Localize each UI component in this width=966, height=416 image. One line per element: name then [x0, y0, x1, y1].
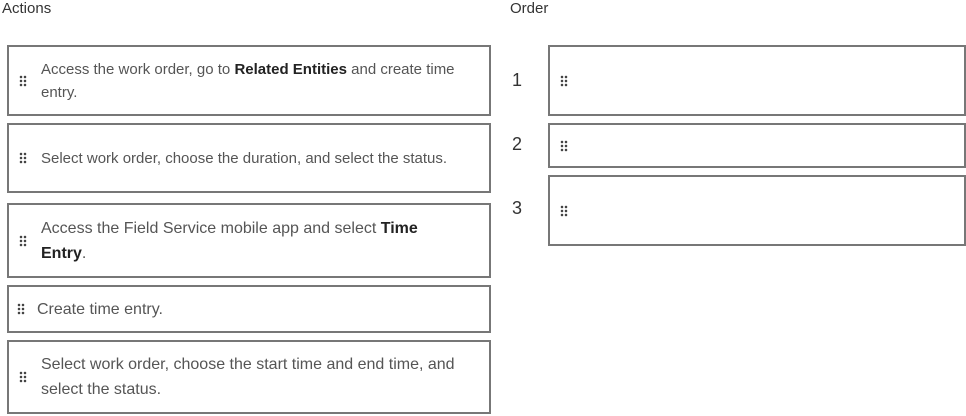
drag-handle-icon[interactable] — [19, 152, 27, 164]
drag-handle-icon[interactable] — [19, 234, 27, 247]
action-item[interactable]: Access the work order, go to Related Ent… — [7, 45, 491, 116]
order-header: Order — [510, 0, 549, 17]
drag-handle-icon[interactable] — [19, 371, 27, 383]
drag-handle-icon[interactable] — [560, 204, 568, 217]
drag-handle-icon[interactable] — [560, 139, 568, 152]
drag-handle-icon[interactable] — [17, 303, 25, 315]
action-item[interactable]: Create time entry. — [7, 285, 491, 333]
action-item[interactable]: Access the Field Service mobile app and … — [7, 203, 491, 278]
order-slot-3[interactable] — [548, 175, 966, 246]
order-number: 3 — [512, 198, 523, 218]
drag-handle-icon[interactable] — [19, 74, 27, 87]
order-slot-2[interactable] — [548, 123, 966, 168]
order-number: 1 — [512, 70, 523, 90]
actions-header: Actions — [2, 0, 52, 17]
action-item[interactable]: Select work order, choose the start time… — [7, 340, 491, 414]
order-number: 2 — [512, 134, 523, 154]
action-item[interactable]: Select work order, choose the duration, … — [7, 123, 491, 193]
order-slot-1[interactable] — [548, 45, 966, 116]
drag-handle-icon[interactable] — [560, 74, 568, 87]
